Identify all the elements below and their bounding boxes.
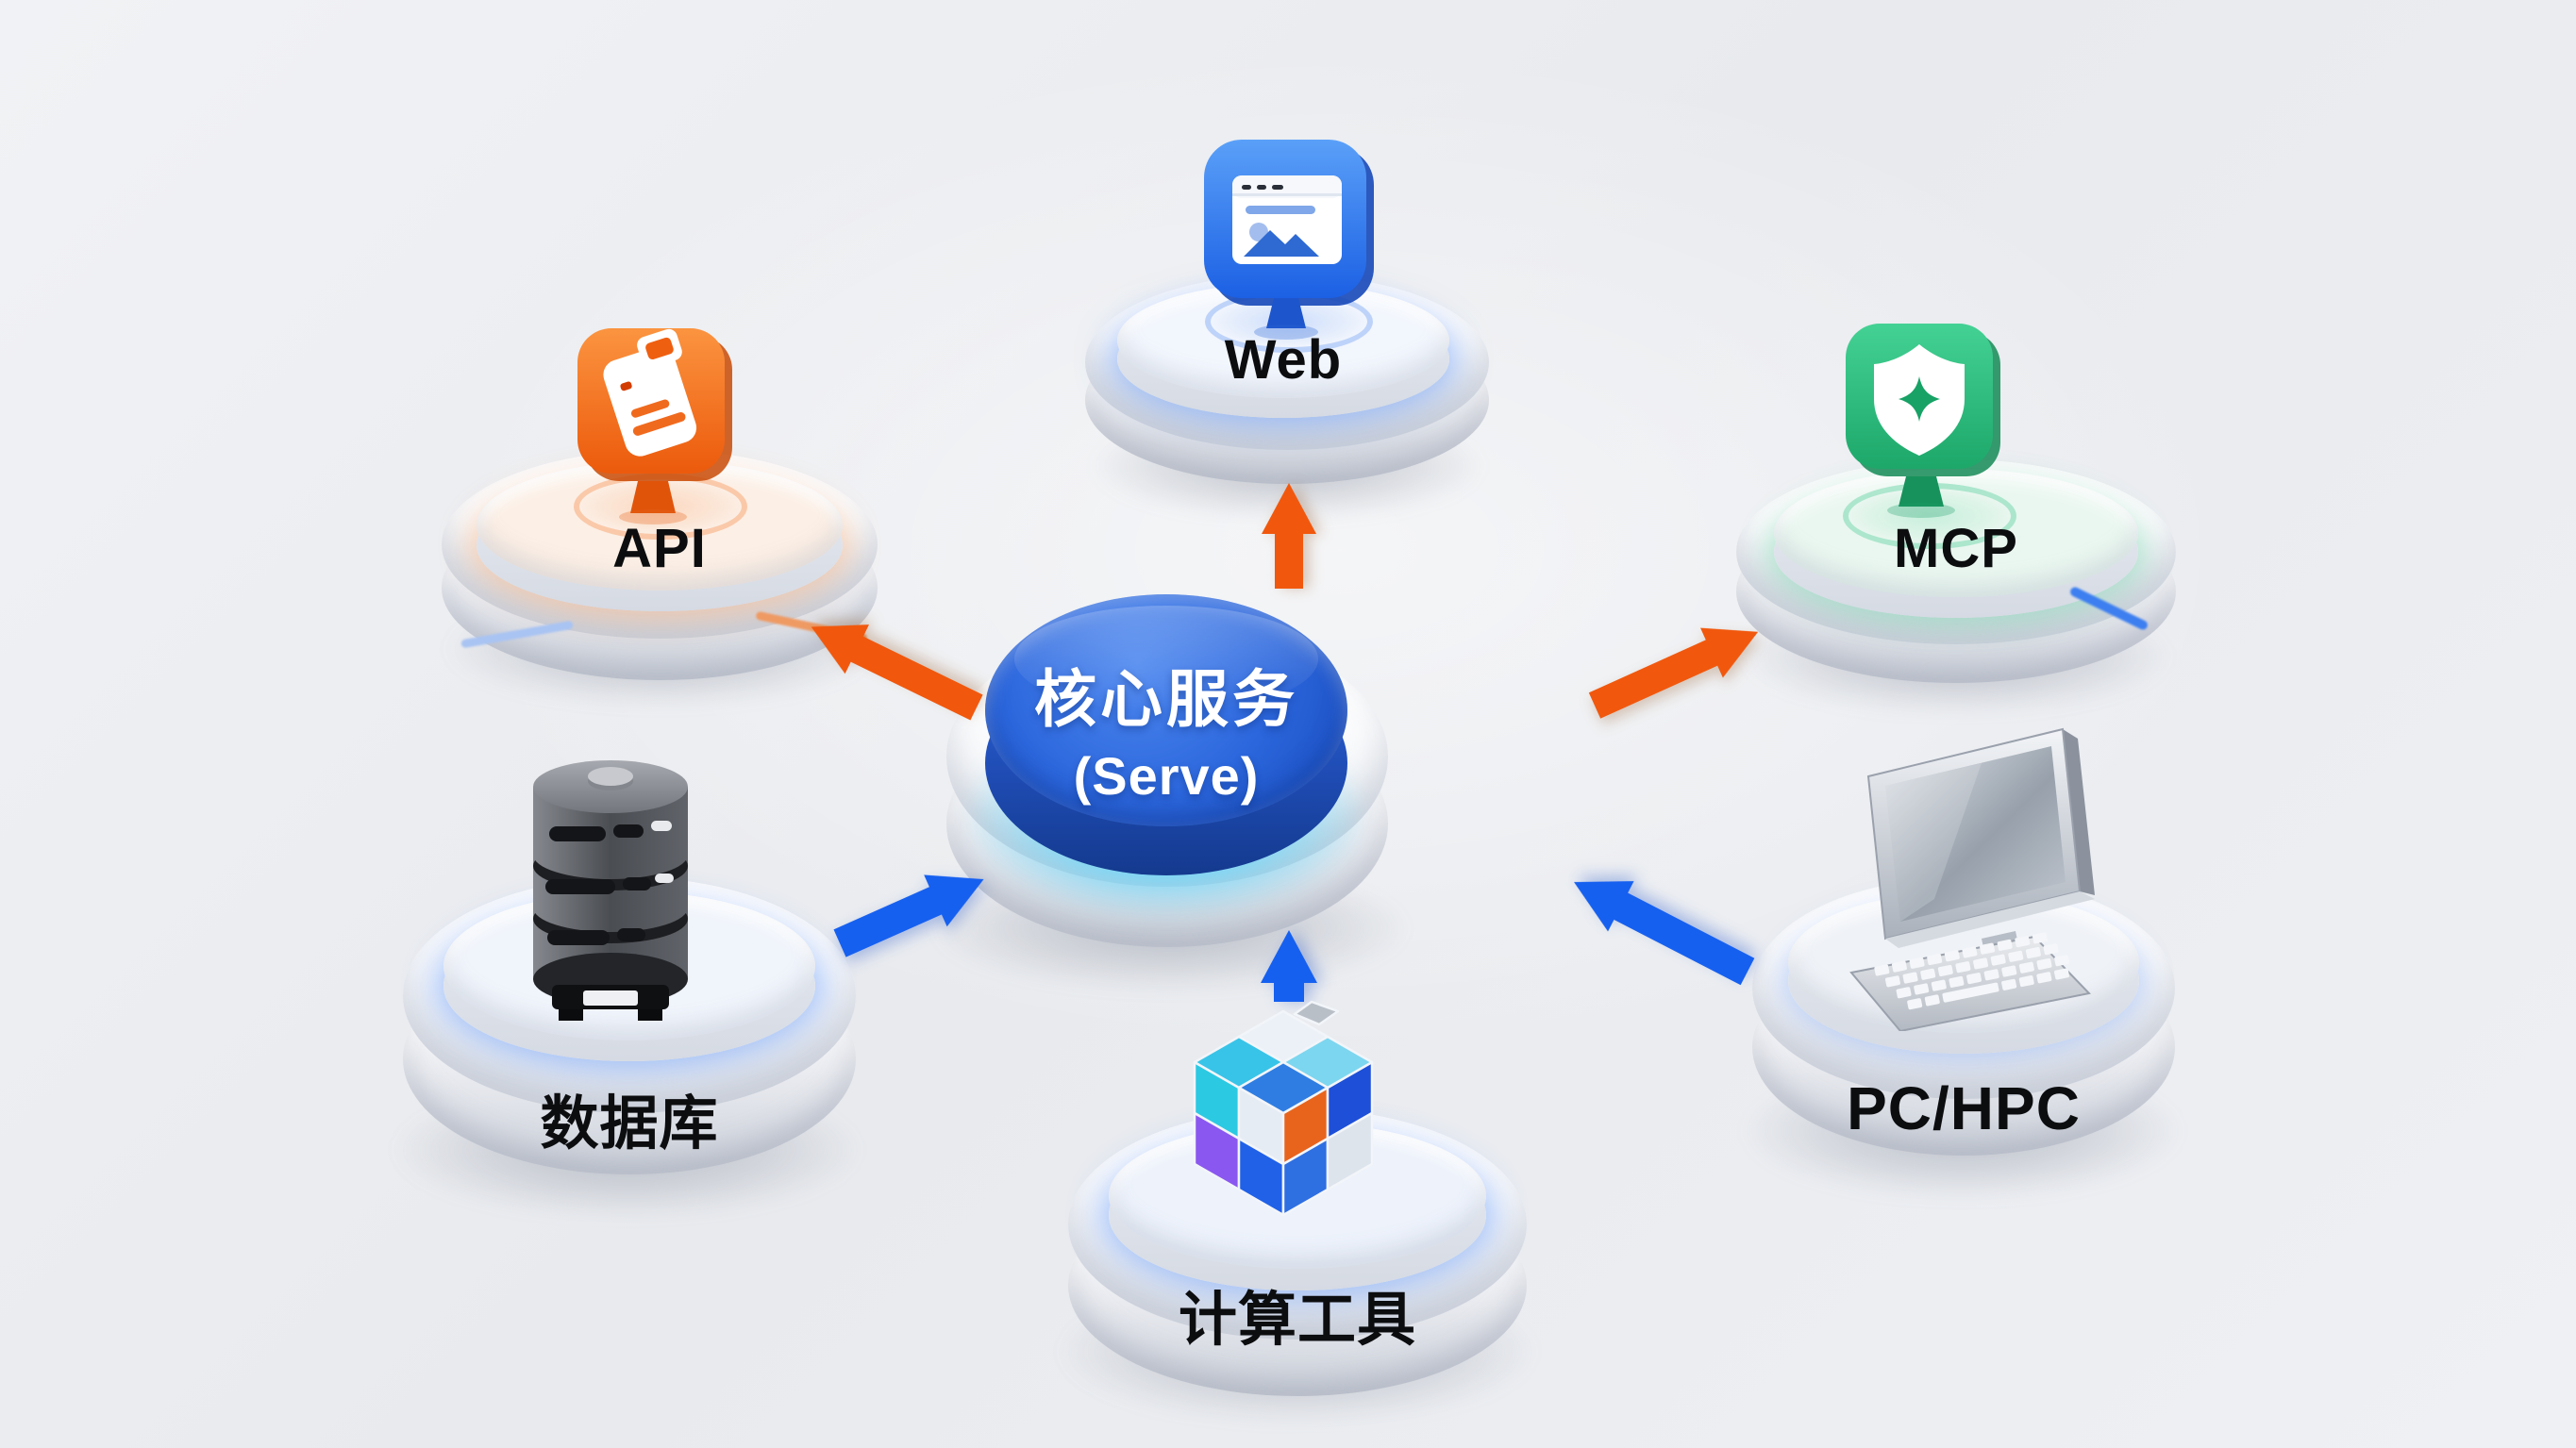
cube-blocks-icon xyxy=(1193,1000,1374,1217)
arrow-serve-to-mcp xyxy=(1588,627,1759,719)
database-label: 数据库 xyxy=(540,1091,719,1157)
serve-label-group: 核心服务 (Serve) xyxy=(985,649,1347,807)
browser-window-icon xyxy=(1204,140,1374,340)
web-label: Web xyxy=(1224,329,1343,391)
serve-subtitle: (Serve) xyxy=(1073,746,1260,806)
arrow-pc-to-serve xyxy=(1574,881,1755,986)
api-card-icon xyxy=(577,328,732,524)
database-server-icon xyxy=(533,760,688,1021)
api-icon-halo xyxy=(574,474,747,540)
mcp-label: MCP xyxy=(1894,518,2018,579)
compute-label: 计算工具 xyxy=(1178,1288,1416,1353)
serve-button-top xyxy=(985,594,1347,826)
serve-title: 核心服务 xyxy=(1034,664,1298,734)
api-label: API xyxy=(612,518,707,579)
desktop-computer-icon xyxy=(1849,727,2095,1031)
shield-sparkle-icon xyxy=(1846,324,2000,518)
pc-label: PC/HPC xyxy=(1847,1074,2081,1142)
